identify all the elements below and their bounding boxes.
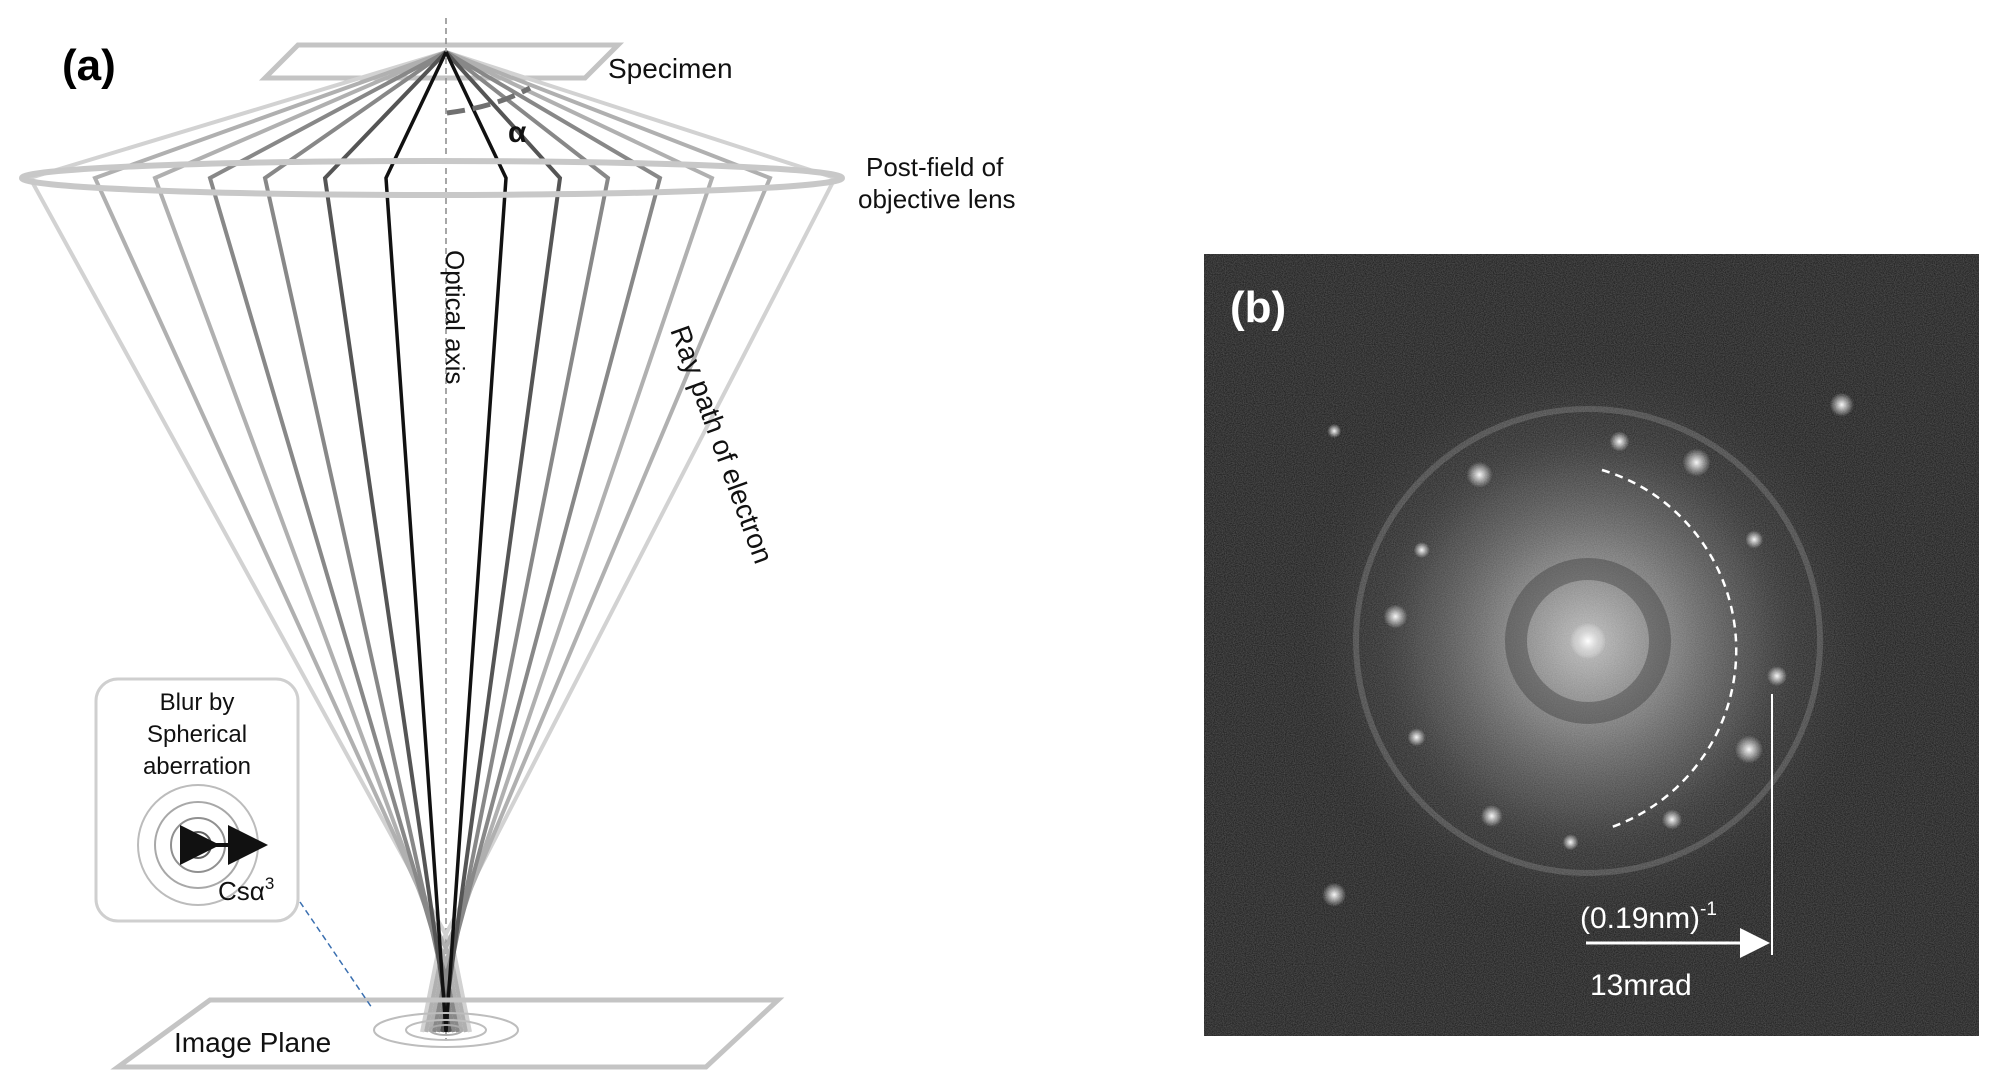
electron-ray-l-7 [384, 51, 448, 1033]
diffraction-spots [1322, 392, 1854, 907]
specimen-plane [258, 42, 625, 81]
diffraction-spot-1 [1466, 461, 1493, 488]
electron-ray-r-2 [424, 50, 773, 1033]
diffraction-spot-3 [1682, 448, 1711, 477]
electron-ray-l-1 [27, 50, 472, 1033]
electron-ray-r-7 [444, 51, 508, 1033]
electron-ray-r-4 [432, 50, 663, 1033]
ray-path-label: Ray path of electron [664, 321, 779, 567]
lens-label-line1: Post-field of [866, 152, 1004, 182]
lens-label-line2: objective lens [858, 184, 1016, 214]
electron-ray-r-6 [440, 50, 563, 1033]
electron-ray-l-4 [207, 50, 460, 1033]
specimen-label: Specimen [608, 53, 733, 84]
image-plane-label: Image Plane [174, 1027, 331, 1058]
panel-b-label: (b) [1230, 283, 1286, 332]
frequency-label: (0.19nm)-1 [1580, 899, 1717, 935]
focal-ellipse-inner [429, 1024, 463, 1036]
objective-lens-ellipse [19, 158, 845, 198]
diffraction-spot-15 [1327, 424, 1342, 438]
optical-axis-label: Optical axis [440, 250, 470, 384]
panel-a: (a) Specimen Post-field of objective len… [19, 18, 1016, 1070]
electron-ray-l-2 [92, 50, 468, 1033]
diffraction-spot-8 [1562, 834, 1579, 851]
diffraction-spot-11 [1383, 604, 1408, 629]
electron-ray-l-5 [262, 50, 456, 1033]
panel-a-label: (a) [62, 41, 116, 90]
diffraction-spot-7 [1662, 809, 1682, 830]
blur-label-line2: Spherical [147, 721, 247, 748]
blur-label-line1: Blur by [160, 689, 235, 716]
cs-alpha-label: Csα3 [218, 874, 274, 906]
diffraction-spot-10 [1407, 728, 1426, 747]
alpha-label: α [508, 116, 527, 149]
electron-ray-r-5 [436, 50, 611, 1033]
frequency-exponent: -1 [1700, 899, 1717, 920]
diffraction-spot-13 [1829, 392, 1854, 417]
focal-ellipse-outer [373, 1012, 519, 1048]
resolution-dashed-arc [1601, 468, 1738, 829]
angle-label: 13mrad [1590, 969, 1692, 1002]
diffraction-spot-4 [1745, 530, 1764, 549]
diffraction-spot-6 [1735, 735, 1763, 764]
focal-ellipse-mid [405, 1019, 487, 1041]
diffraction-spot-5 [1767, 666, 1787, 686]
cs-alpha-exponent: 3 [265, 874, 274, 893]
blur-circle-core [194, 841, 202, 849]
frequency-base: (0.19nm) [1580, 902, 1700, 935]
fft-ring [1353, 406, 1823, 876]
inset-leader-line [299, 901, 373, 1009]
electron-ray-l-3 [152, 50, 464, 1033]
diffraction-spot-12 [1413, 542, 1430, 558]
diffraction-spot-14 [1322, 882, 1347, 907]
electron-ray-r-1 [420, 50, 838, 1033]
diffraction-spot-9 [1480, 805, 1503, 827]
alpha-arc [446, 85, 532, 116]
image-plane [110, 997, 785, 1070]
cs-alpha-base: Csα [218, 876, 265, 906]
electron-ray-r-3 [428, 50, 715, 1033]
blur-label-line3: aberration [143, 753, 251, 780]
panel-b: (b) (0.19nm)-1 13mrad [1204, 254, 1979, 1036]
diffraction-spot-2 [1609, 431, 1630, 452]
fft-center-peak [1570, 623, 1606, 659]
fft-inner-dark-ring [1505, 558, 1671, 724]
